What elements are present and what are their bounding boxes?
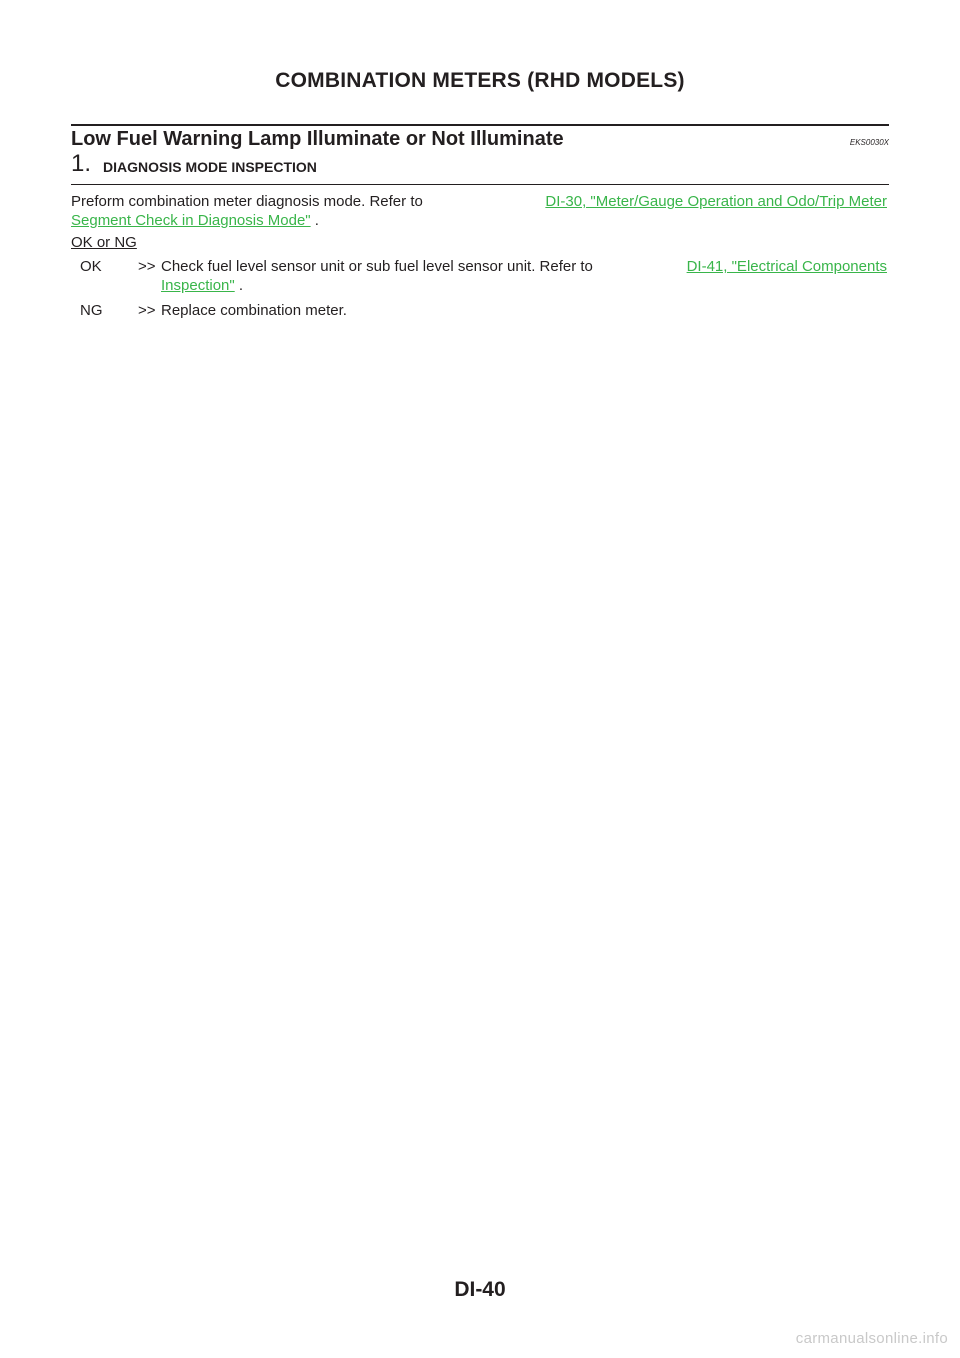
result-ok-tail: . bbox=[234, 277, 244, 294]
section-code: EKS0030X bbox=[849, 138, 889, 147]
instruction-paragraph: Preform combination meter diagnosis mode… bbox=[71, 192, 887, 230]
result-arrow: >> bbox=[138, 302, 156, 319]
step-title: DIAGNOSIS MODE INSPECTION bbox=[103, 159, 317, 175]
step-number: 1. bbox=[71, 150, 92, 177]
result-list: OK >> Check fuel level sensor unit or su… bbox=[80, 257, 887, 326]
result-key: OK bbox=[80, 258, 102, 275]
step-heading: 1. DIAGNOSIS MODE INSPECTION bbox=[71, 150, 889, 185]
section-title: Low Fuel Warning Lamp Illuminate or Not … bbox=[71, 128, 564, 150]
reference-link-di-41[interactable]: DI-41, "Electrical Components bbox=[686, 258, 887, 275]
watermark: carmanualsonline.info bbox=[795, 1330, 948, 1347]
result-arrow: >> bbox=[138, 258, 156, 275]
result-ok-text: Check fuel level sensor unit or sub fuel… bbox=[161, 258, 593, 275]
page-number: DI-40 bbox=[454, 1278, 506, 1301]
reference-link-di-30-continued[interactable]: Segment Check in Diagnosis Mode" bbox=[71, 212, 311, 229]
result-ok-line-2: Inspection" . bbox=[161, 277, 243, 294]
paragraph-line-2: Segment Check in Diagnosis Mode" . bbox=[71, 211, 887, 230]
result-text: Check fuel level sensor unit or sub fuel… bbox=[161, 257, 887, 295]
paragraph-lead: Preform combination meter diagnosis mode… bbox=[71, 193, 423, 210]
ok-or-ng-label: OK or NG bbox=[71, 234, 137, 251]
result-ok: OK >> Check fuel level sensor unit or su… bbox=[80, 257, 887, 295]
page-header: COMBINATION METERS (RHD MODELS) bbox=[275, 69, 685, 92]
reference-link-di-30[interactable]: DI-30, "Meter/Gauge Operation and Odo/Tr… bbox=[545, 193, 887, 210]
result-ng: NG >> Replace combination meter. bbox=[80, 301, 887, 320]
reference-link-di-41-continued[interactable]: Inspection" bbox=[161, 277, 235, 294]
result-ok-line-1: Check fuel level sensor unit or sub fuel… bbox=[161, 257, 887, 276]
result-ng-text: Replace combination meter. bbox=[161, 302, 347, 319]
section-title-row: Low Fuel Warning Lamp Illuminate or Not … bbox=[71, 124, 889, 152]
result-key: NG bbox=[80, 302, 103, 319]
paragraph-tail: . bbox=[310, 212, 319, 229]
paragraph-line-1: Preform combination meter diagnosis mode… bbox=[71, 192, 887, 211]
